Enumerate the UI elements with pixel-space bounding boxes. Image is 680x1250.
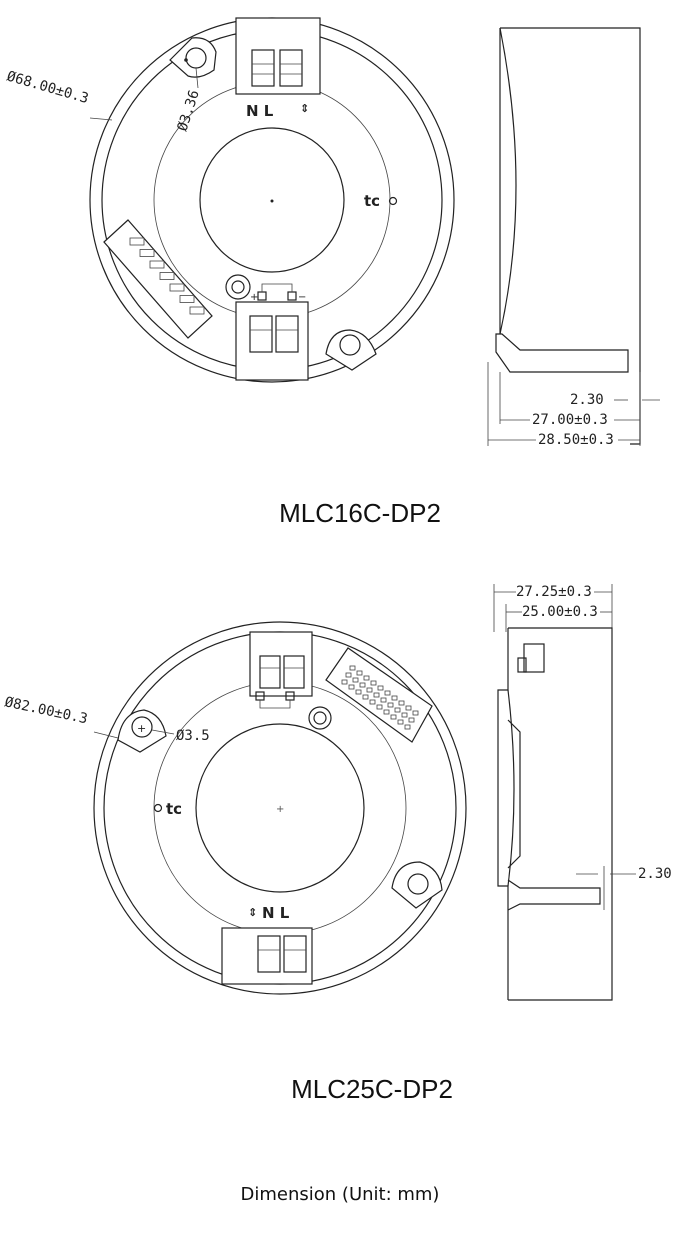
connector-pin xyxy=(366,687,373,693)
connector-pin xyxy=(179,295,195,303)
mlc16c-flange-dim: 2.30 xyxy=(570,392,604,408)
mlc25c-tc-label: tc xyxy=(166,800,182,818)
mlc25c-terminal-bottom xyxy=(221,927,313,985)
mlc25c-polarity-symbol: ⇕ xyxy=(248,906,257,919)
connector-pin xyxy=(376,704,383,710)
connector-pin xyxy=(129,237,145,246)
connector-pin xyxy=(352,677,359,683)
connector-pin xyxy=(139,249,155,257)
connector-pin xyxy=(341,679,348,685)
connector-pin xyxy=(383,709,390,715)
connector-pin xyxy=(348,684,355,690)
connector-pin xyxy=(412,710,419,716)
mlc16c-model-label: MLC16C-DP2 xyxy=(279,498,441,528)
connector-pin xyxy=(349,665,356,671)
mlc16c-signal-connector xyxy=(103,219,213,339)
connector-pin xyxy=(391,695,398,701)
mlc25c-terminal-marking: N L xyxy=(262,904,290,922)
mlc25c-body-dim: 25.00±0.3 xyxy=(522,604,598,620)
connector-pin xyxy=(404,724,411,730)
connector-pin xyxy=(149,260,165,269)
connector-pin xyxy=(397,719,404,725)
connector-pin xyxy=(355,689,362,695)
connector-pin xyxy=(369,699,376,705)
mounting-slot-bottom xyxy=(325,329,377,371)
connector-pin xyxy=(169,283,185,292)
mounting-slot-top xyxy=(169,37,217,78)
mlc16c-hole-dim: Ø3.36 xyxy=(175,88,203,133)
mlc25c-led-symbol xyxy=(255,691,332,730)
mlc25c-signal-connector xyxy=(325,647,433,743)
unit-caption: Dimension (Unit: mm) xyxy=(241,1184,440,1205)
mlc25c-total-dim: 27.25±0.3 xyxy=(516,584,592,600)
mlc25c-flange-dim: 2.30 xyxy=(638,866,672,882)
mlc25c-terminal-top xyxy=(249,631,313,697)
connector-pin xyxy=(387,702,394,708)
connector-pin xyxy=(394,707,401,713)
mlc25c-side-view: 27.25±0.3 25.00±0.3 2.30 xyxy=(493,584,672,1001)
mlc25c-diameter-dim: Ø82.00±0.3 xyxy=(3,694,89,727)
connector-pin xyxy=(159,272,175,280)
connector-pin xyxy=(345,672,352,678)
mlc25c-model-label: MLC25C-DP2 xyxy=(291,1074,453,1104)
mlc16c-minus-sign: − xyxy=(298,292,306,303)
mlc16c-plus-sign: + xyxy=(250,292,258,303)
connector-pin xyxy=(370,680,377,686)
mlc16c-terminal-marking: N L xyxy=(246,102,274,120)
connector-pin xyxy=(362,694,369,700)
mlc16c-body-dim: 27.00±0.3 xyxy=(532,412,608,428)
mlc16c-tc-label: tc xyxy=(364,192,380,210)
mlc16c-polarity-symbol: ⇕ xyxy=(300,102,309,115)
connector-pin xyxy=(405,705,412,711)
connector-pin xyxy=(401,712,408,718)
mlc25c-top-view: + + xyxy=(3,621,467,995)
connector-pin xyxy=(377,685,384,691)
connector-pin xyxy=(398,700,405,706)
connector-pin xyxy=(408,717,415,723)
mlc25c-mounting-slot-right xyxy=(391,861,443,909)
connector-pin xyxy=(380,697,387,703)
mlc16c-total-dim: 28.50±0.3 xyxy=(538,432,614,448)
mlc16c-terminal-top xyxy=(235,17,321,95)
connector-pin xyxy=(189,306,205,315)
mlc16c-led-symbol: + − xyxy=(225,274,306,303)
mlc25c-hole-dim: Ø3.5 xyxy=(176,728,210,744)
mlc16c-top-view: N L ⇕ tc + − Ø68.00±0. xyxy=(5,17,455,383)
connector-pin xyxy=(384,690,391,696)
connector-pin xyxy=(356,670,363,676)
mlc16c-diameter-dim: Ø68.00±0.3 xyxy=(5,68,90,107)
connector-pin xyxy=(359,682,366,688)
mlc16c-side-view: 2.30 27.00±0.3 28.50±0.3 xyxy=(487,27,660,448)
mlc25c-slot-cross: + xyxy=(137,722,146,735)
mlc16c-terminal-bottom xyxy=(235,301,309,381)
connector-pin xyxy=(363,675,370,681)
connector-pin xyxy=(373,692,380,698)
mlc25c-center-mark: + xyxy=(276,804,284,815)
connector-pin xyxy=(390,714,397,720)
